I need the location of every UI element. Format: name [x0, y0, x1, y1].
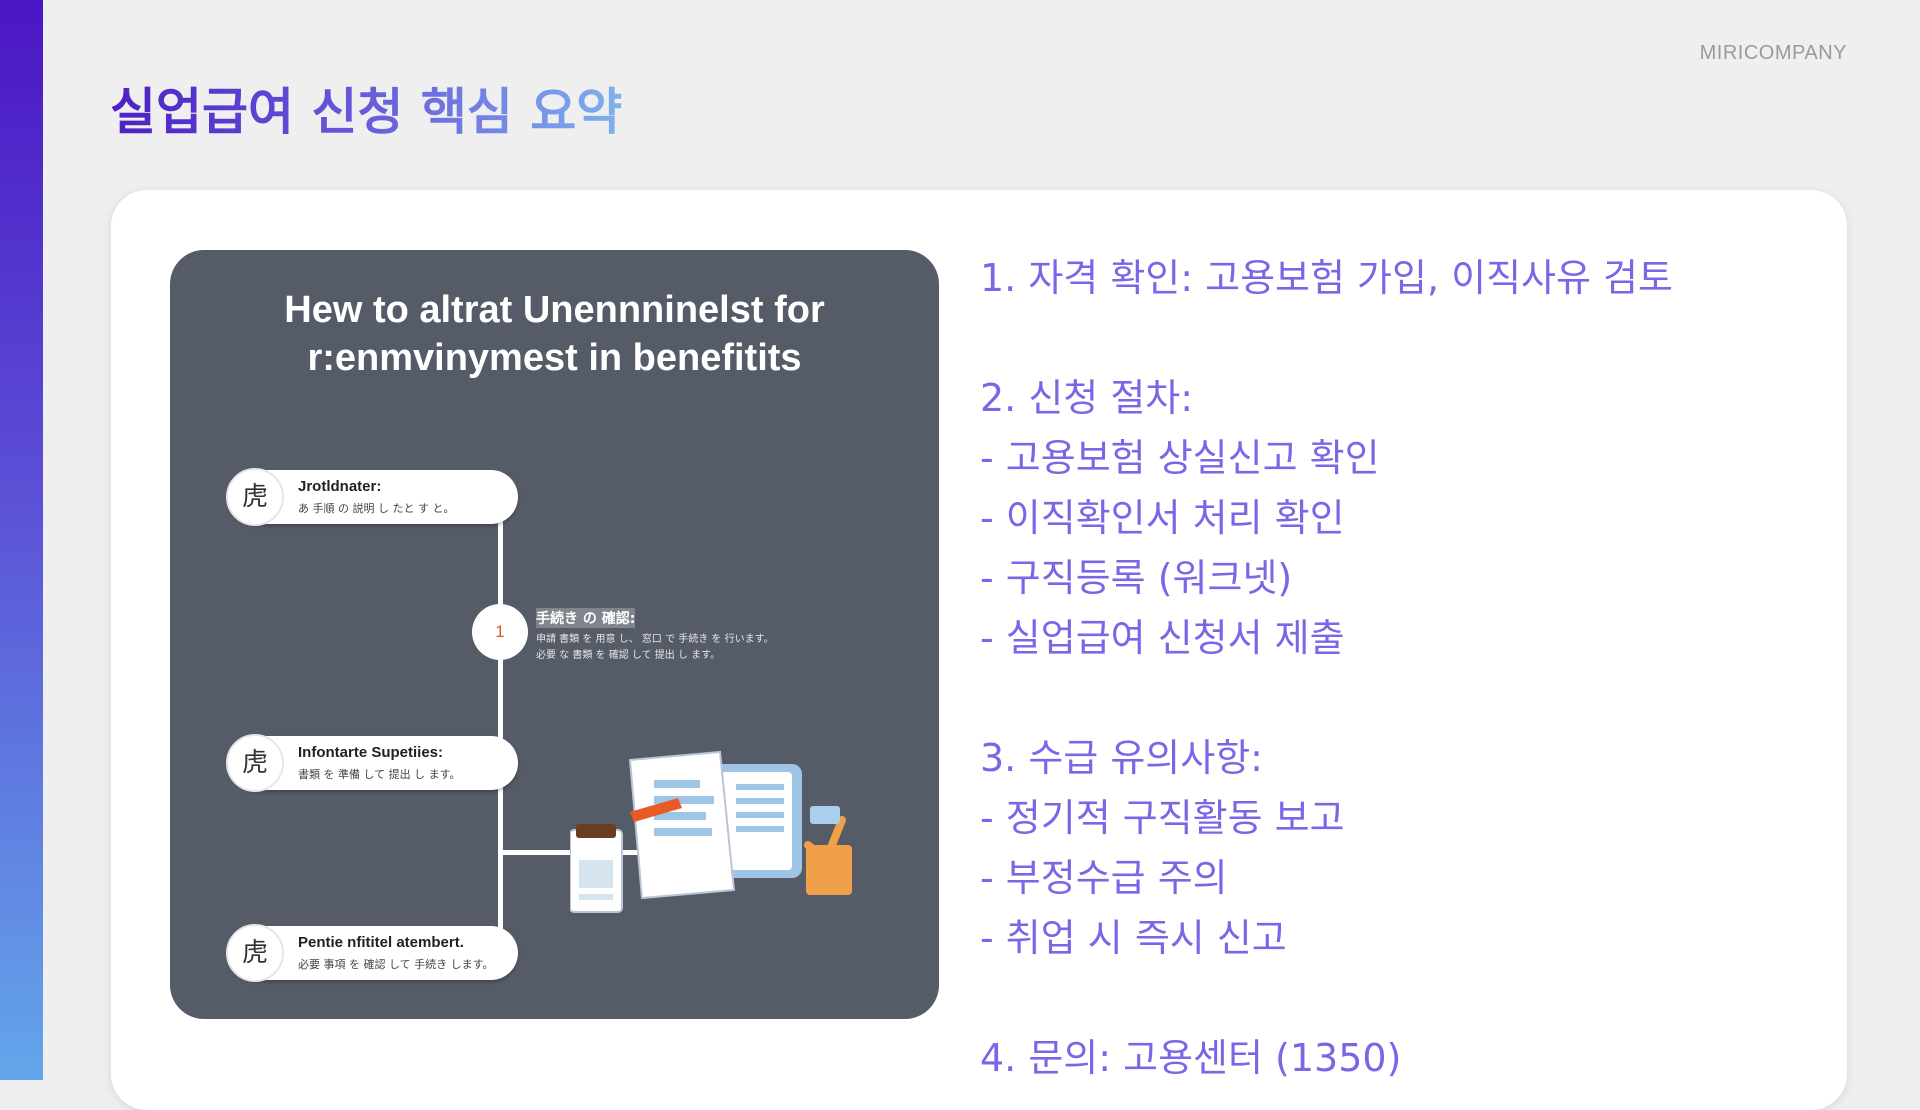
procedure-item: - 고용보험 상실신고 확인 — [980, 436, 1380, 480]
spacer — [980, 668, 1800, 728]
middle-step-title: 手続き の 確認: — [536, 608, 636, 628]
infographic-title: Hew to altrat Unennninelst for r:enmviny… — [170, 286, 939, 382]
step-description: あ 手順 の 説明 し たと す と。 — [298, 502, 455, 515]
clipboard-icon — [570, 824, 623, 913]
step-description: 必要 事項 を 確認 して 手続き します。 — [298, 958, 494, 971]
summary-content: 1. 자격 확인: 고용보험 가입, 이직사유 검토 2. 신청 절차: - 고… — [980, 248, 1800, 1088]
documents-illustration — [570, 750, 852, 913]
notes-item: - 취업 시 즉시 신고 — [980, 916, 1287, 960]
step-number-badge: 1 — [472, 604, 528, 660]
notes-item: - 정기적 구직활동 보고 — [980, 796, 1345, 840]
step-icon: 虎 — [226, 468, 284, 526]
section-procedure-heading: 2. 신청 절차: — [980, 376, 1194, 420]
left-accent-bar — [0, 0, 43, 1080]
step-title: Pentie nfititel atembert. — [298, 934, 464, 951]
spacer — [980, 968, 1800, 1028]
section-qualification: 1. 자격 확인: 고용보험 가입, 이직사유 검토 — [980, 256, 1673, 300]
procedure-item: - 구직등록 (워크넷) — [980, 556, 1293, 600]
infographic-title-line1: Hew to altrat Unennninelst for — [284, 289, 825, 331]
step-title: Infontarte Supetiies: — [298, 744, 444, 761]
step-title: Jrotldnater: — [298, 478, 382, 495]
middle-step-desc-line1: 申請 書類 を 用意 し、 窓口 で 手続き を 行います。 — [536, 634, 774, 645]
section-notes-heading: 3. 수급 유의사항: — [980, 736, 1263, 780]
infographic-title-line2: r:enmvinymest in benefitits — [307, 337, 802, 379]
slide-title: 실업급여 신청 핵심 요약 — [110, 80, 622, 144]
folder-box-icon — [804, 806, 852, 895]
notes-item: - 부정수급 주의 — [980, 856, 1228, 900]
brand-label: MIRICOMPANY — [1699, 42, 1847, 64]
procedure-item: - 이직확인서 처리 확인 — [980, 496, 1345, 540]
step-icon: 虎 — [226, 734, 284, 792]
spacer — [980, 308, 1800, 368]
procedure-item: - 실업급여 신청서 제출 — [980, 616, 1345, 660]
timeline-branch-line — [498, 850, 638, 855]
infographic-image: Hew to altrat Unennninelst for r:enmviny… — [170, 250, 939, 1019]
step-description: 書類 を 準備 して 提出 し ます。 — [298, 768, 461, 781]
section-contact: 4. 문의: 고용센터 (1350) — [980, 1036, 1402, 1080]
middle-step-desc-line2: 必要 な 書類 を 確認 して 提出 し ます。 — [536, 650, 721, 661]
step-icon: 虎 — [226, 924, 284, 982]
timeline-vertical-line — [498, 490, 503, 970]
monitor-document-icon — [628, 750, 802, 900]
